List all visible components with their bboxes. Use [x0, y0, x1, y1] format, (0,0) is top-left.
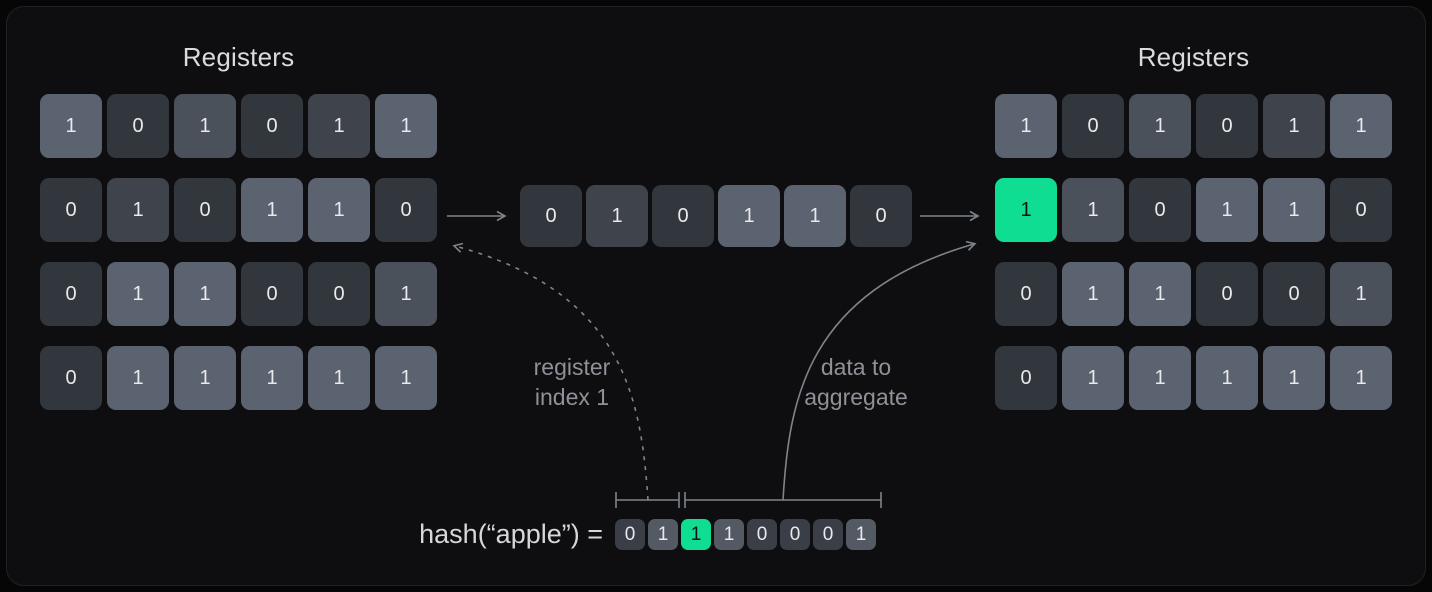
right-registers-title: Registers — [1137, 42, 1250, 72]
register-cell: 1 — [1062, 262, 1124, 326]
register-cell: 0 — [652, 185, 714, 247]
register-cell: 0 — [40, 178, 102, 242]
register-cell: 0 — [107, 94, 169, 158]
register-cell: 0 — [1196, 262, 1258, 326]
register-cell: 1 — [107, 346, 169, 410]
register-cell: 1 — [1129, 346, 1191, 410]
register-cell: 0 — [375, 178, 437, 242]
register-cell: 0 — [995, 262, 1057, 326]
register-cell: 1 — [308, 94, 370, 158]
data-aggregate-label-line2: aggregate — [804, 384, 908, 410]
register-cell: 0 — [520, 185, 582, 247]
hash-bit-cell: 0 — [747, 519, 777, 550]
hash-bit-cell: 0 — [615, 519, 645, 550]
hash-bit-cell: 1 — [681, 519, 711, 550]
register-cell: 1 — [241, 346, 303, 410]
hash-bit-cell: 1 — [846, 519, 876, 550]
hash-bit-cell: 1 — [648, 519, 678, 550]
register-cell: 0 — [1263, 262, 1325, 326]
register-cell: 1 — [1330, 346, 1392, 410]
register-cell: 1 — [375, 94, 437, 158]
register-cell: 1 — [375, 346, 437, 410]
register-cell: 1 — [308, 178, 370, 242]
register-cell: 0 — [40, 262, 102, 326]
hash-bit-cell: 1 — [714, 519, 744, 550]
register-cell: 1 — [174, 94, 236, 158]
register-cell: 1 — [1263, 94, 1325, 158]
register-cell: 1 — [1263, 178, 1325, 242]
register-cell: 1 — [718, 185, 780, 247]
data-aggregate-label: data to aggregate — [746, 352, 966, 412]
hash-data-bracket — [684, 492, 882, 508]
register-cell: 1 — [1263, 346, 1325, 410]
register-index-label: register index 1 — [462, 352, 682, 412]
register-cell: 1 — [1062, 178, 1124, 242]
register-cell: 0 — [995, 346, 1057, 410]
register-cell: 0 — [1062, 94, 1124, 158]
hash-bit-cell: 0 — [780, 519, 810, 550]
register-cell: 0 — [1330, 178, 1392, 242]
register-cell: 1 — [107, 262, 169, 326]
register-index-label-line1: register — [533, 354, 611, 380]
register-cell: 1 — [1196, 178, 1258, 242]
register-cell: 0 — [241, 94, 303, 158]
hash-expression-label: hash(“apple”) = — [419, 519, 603, 549]
register-cell: 0 — [308, 262, 370, 326]
register-cell: 1 — [995, 178, 1057, 242]
register-cell: 0 — [850, 185, 912, 247]
register-cell: 1 — [40, 94, 102, 158]
register-cell: 1 — [375, 262, 437, 326]
register-cell: 1 — [241, 178, 303, 242]
register-cell: 1 — [1129, 262, 1191, 326]
register-cell: 1 — [784, 185, 846, 247]
register-cell: 1 — [1330, 262, 1392, 326]
register-cell: 1 — [1330, 94, 1392, 158]
hash-bit-cell: 0 — [813, 519, 843, 550]
register-cell: 1 — [1196, 346, 1258, 410]
register-cell: 1 — [308, 346, 370, 410]
register-cell: 1 — [107, 178, 169, 242]
register-cell: 0 — [1196, 94, 1258, 158]
register-cell: 0 — [241, 262, 303, 326]
register-cell: 1 — [174, 262, 236, 326]
data-aggregate-label-line1: data to — [820, 354, 892, 380]
register-cell: 0 — [40, 346, 102, 410]
register-cell: 1 — [174, 346, 236, 410]
register-cell: 1 — [1129, 94, 1191, 158]
register-cell: 1 — [995, 94, 1057, 158]
register-cell: 1 — [586, 185, 648, 247]
register-index-label-line2: index 1 — [534, 384, 610, 410]
register-cell: 1 — [1062, 346, 1124, 410]
left-registers-title: Registers — [182, 42, 295, 72]
register-cell: 0 — [1129, 178, 1191, 242]
hash-index-bracket — [615, 492, 680, 508]
register-cell: 0 — [174, 178, 236, 242]
